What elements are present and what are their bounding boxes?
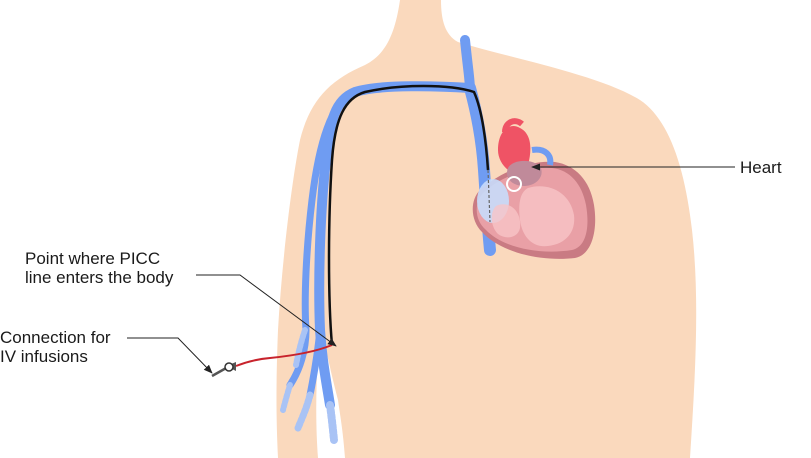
veins [280,35,496,444]
heart-chamber-left [519,186,575,247]
aorta [498,126,531,170]
label-connection-line2: IV infusions [0,347,88,366]
picc-catheter-tip [487,169,491,223]
arm-vein-outer [286,88,359,389]
connection-leader [127,337,213,374]
arm-vein-lower-1 [306,326,324,399]
iv-connector [211,362,236,378]
arm-vein-pale-1 [326,401,338,444]
external-tube [235,344,333,367]
picc-catheter [327,84,490,346]
valve-ring [506,176,522,192]
label-entry-point-line1: Point where PICC [25,249,160,268]
entry-leader [196,274,337,347]
arm-vein-pale-4 [293,327,308,368]
label-heart: Heart [740,158,782,177]
connector-clamp-icon [224,362,234,372]
heart [472,118,596,259]
heart-chamber-right [491,204,521,238]
arm-vein-pale-3 [280,382,293,413]
label-entry-point-line2: line enters the body [25,268,174,287]
arm-vein-pale-2 [294,391,314,432]
leader-lines [127,163,735,374]
pulmonary-vessel [531,146,554,166]
label-connection-line1: Connection for [0,328,111,347]
aortic-arch-top [502,118,524,133]
